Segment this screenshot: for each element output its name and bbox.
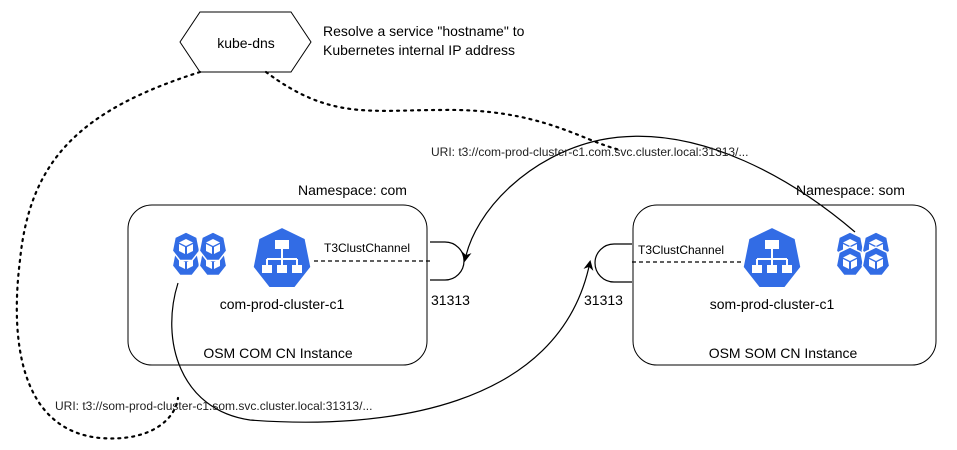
dns-lookup-path-som	[264, 70, 622, 152]
som-channel-label: T3ClustChannel	[638, 243, 724, 257]
kube-dns-label: kube-dns	[217, 35, 275, 51]
com-channel-endpoint	[430, 241, 465, 281]
som-channel-endpoint	[594, 243, 632, 283]
namespace-som-label: Namespace: som	[796, 182, 905, 198]
som-cluster-name: som-prod-cluster-c1	[710, 296, 835, 312]
com-channel-label: T3ClustChannel	[324, 241, 410, 255]
kube-dns-node	[179, 11, 312, 73]
uri-to-com-label: URI: t3://com-prod-cluster-c1.com.svc.cl…	[431, 145, 748, 159]
som-service-icon	[741, 226, 803, 289]
kube-dns-description-line2: Kubernetes internal IP address	[323, 42, 515, 58]
som-port-label: 31313	[584, 292, 623, 308]
com-to-som-arrow	[171, 260, 594, 423]
som-instance-label: OSM SOM CN Instance	[709, 345, 858, 361]
com-instance-label: OSM COM CN Instance	[203, 345, 353, 361]
com-port-label: 31313	[431, 292, 470, 308]
dns-lookup-path-com	[15, 70, 202, 440]
com-service-icon	[251, 226, 313, 289]
kube-dns-description-line1: Resolve a service "hostname" to	[323, 23, 525, 39]
namespace-com-label: Namespace: com	[298, 182, 407, 198]
com-cluster-name: com-prod-cluster-c1	[220, 296, 345, 312]
som-to-com-arrow	[461, 135, 856, 262]
uri-to-som-label: URI: t3://som-prod-cluster-c1.som.svc.cl…	[55, 399, 372, 413]
